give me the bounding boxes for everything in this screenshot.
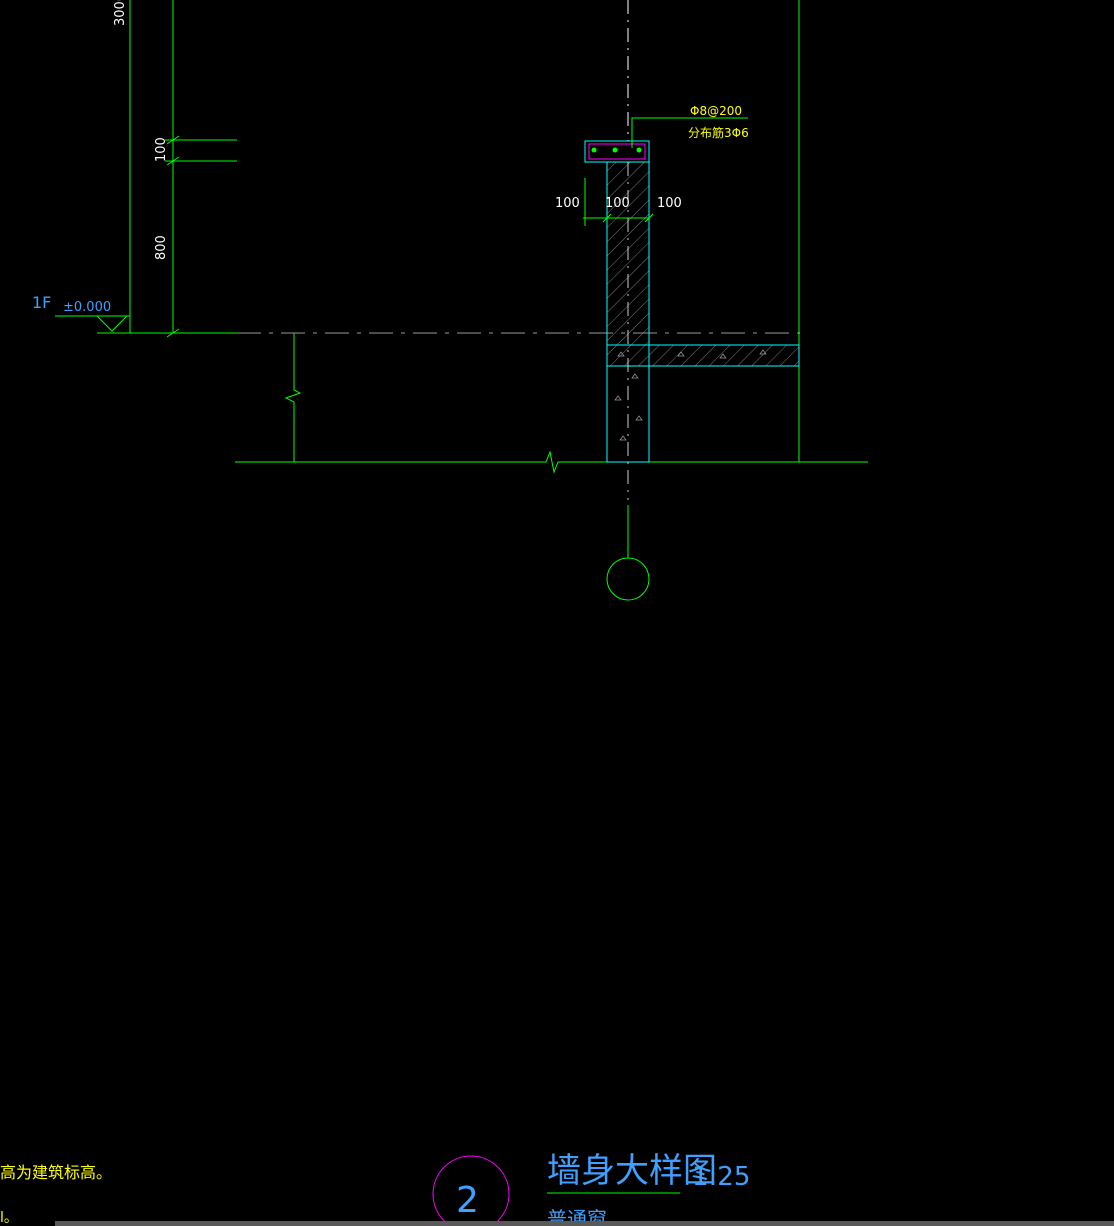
elevation-label: ±0.000	[63, 300, 111, 315]
dimension-text-right: 100	[657, 196, 682, 211]
floor-slab	[606, 344, 800, 367]
note-line-1: 高为建筑标高。	[0, 1163, 112, 1182]
dimension-tick	[644, 213, 654, 223]
note-line-2: l。	[0, 1210, 18, 1226]
dimension-tick	[166, 135, 180, 145]
rebar-main-label: Φ8@200	[690, 104, 742, 118]
rebar-leader	[631, 117, 748, 148]
bottom-scrollbar[interactable]	[55, 1221, 1114, 1226]
drawing-scale: 1:25	[692, 1162, 750, 1192]
detail-number-circle	[432, 1155, 510, 1226]
dimension-tick	[602, 213, 612, 223]
ground-line	[235, 450, 868, 474]
dimension-text-wall: 100	[605, 196, 630, 211]
rebar-distribution-label: 分布筋3Φ6	[688, 125, 749, 140]
rebar-dot	[612, 147, 618, 153]
axis-bubble	[606, 557, 650, 601]
floor-label: 1F	[32, 293, 51, 312]
concrete-speckles	[614, 349, 767, 441]
drawing-title: 墙身大样图	[547, 1151, 717, 1191]
detail-number: 2	[456, 1180, 479, 1221]
rebar-dot	[591, 147, 597, 153]
break-line-left	[284, 333, 302, 462]
dimension-tick	[166, 156, 180, 166]
rebar-dot	[636, 147, 642, 153]
dimension-text-100-vertical: 100	[154, 137, 169, 162]
dimension-text-left: 100	[555, 196, 580, 211]
cap-beam-inner	[588, 143, 646, 160]
level-triangle	[96, 315, 128, 332]
dimension-text-3000: 3000	[113, 0, 128, 26]
dimension-text-800: 800	[154, 235, 169, 260]
